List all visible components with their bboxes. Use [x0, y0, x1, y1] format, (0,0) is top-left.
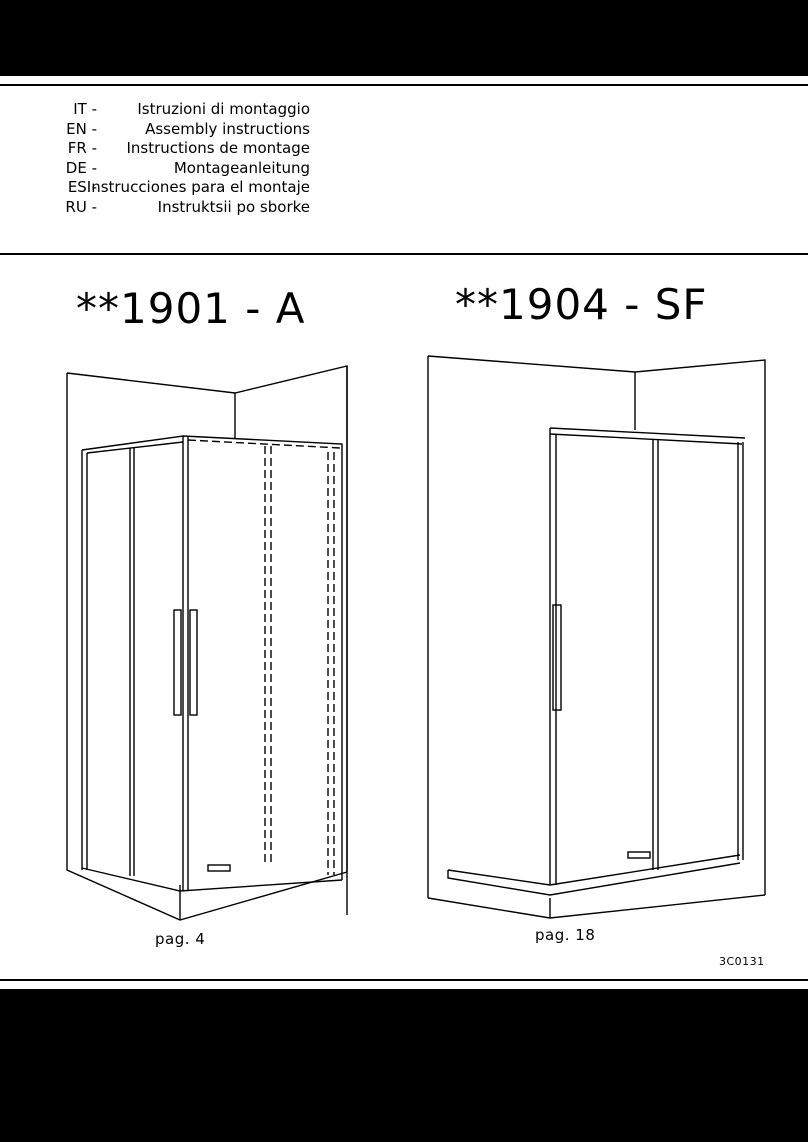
language-row-es: ES - Instrucciones para el montaje	[30, 178, 320, 198]
language-code: ES -	[67, 178, 97, 196]
page-reference-1901: pag. 4	[155, 930, 206, 948]
footer-rule	[0, 979, 808, 981]
language-code: FR -	[67, 139, 97, 157]
header-top-rule	[0, 84, 808, 86]
language-row-ru: RU - Instruktsii po sborke	[30, 198, 320, 218]
language-row-fr: FR - Instructions de montage	[30, 139, 320, 159]
header-bottom-rule	[0, 253, 808, 255]
top-black-band	[0, 0, 808, 76]
language-title: Assembly instructions	[145, 119, 310, 138]
language-title: Instructions de montage	[126, 139, 310, 157]
niche-shower-illustration	[427, 355, 766, 919]
language-row-en: EN - Assembly instructions	[30, 120, 320, 140]
language-code: DE -	[65, 158, 97, 177]
language-title: Instrucciones para el montaje	[86, 178, 310, 196]
language-list: IT - Istruzioni di montaggio EN - Assemb…	[30, 100, 320, 217]
page-reference-1904: pag. 18	[535, 926, 596, 944]
language-code: RU -	[65, 197, 97, 216]
language-code: EN -	[66, 119, 97, 138]
language-title: Istruzioni di montaggio	[137, 100, 310, 118]
model-title-1904: **1904 - SF	[455, 280, 708, 329]
language-code: IT -	[73, 100, 97, 118]
language-row-de: DE - Montageanleitung	[30, 159, 320, 179]
document-code: 3C0131	[719, 955, 765, 968]
language-title: Instruktsii po sborke	[157, 197, 310, 216]
language-row-it: IT - Istruzioni di montaggio	[30, 100, 320, 120]
language-title: Montageanleitung	[173, 158, 310, 177]
model-title-1901: **1901 - A	[76, 284, 306, 333]
bottom-black-band	[0, 989, 808, 1142]
corner-shower-illustration	[66, 365, 348, 921]
